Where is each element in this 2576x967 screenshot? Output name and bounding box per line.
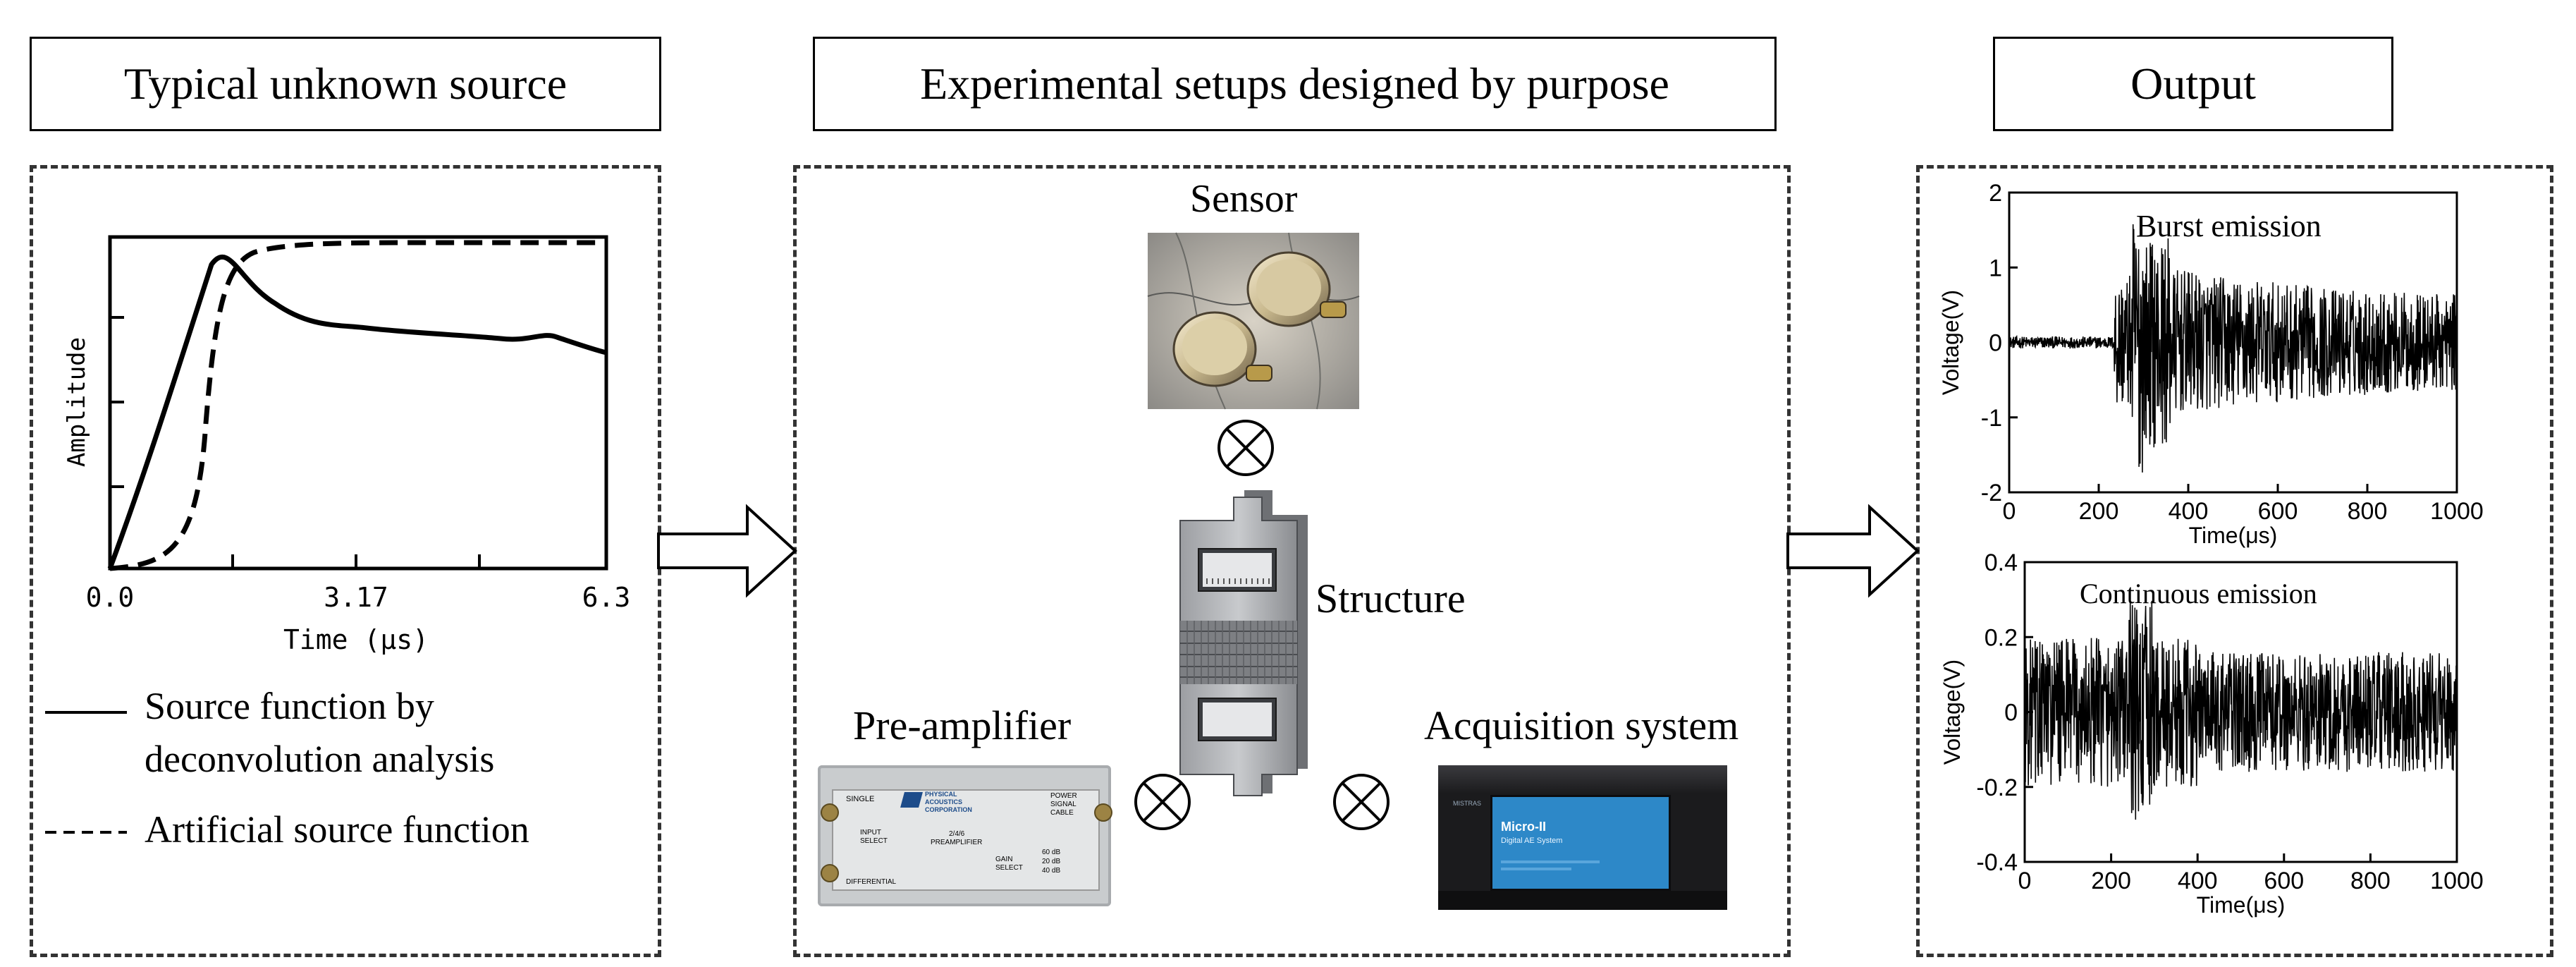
header-middle-text: Experimental setups designed by purpose <box>920 59 1669 109</box>
arrow-left-to-middle <box>657 504 797 598</box>
header-right-text: Output <box>2130 59 2256 109</box>
connector-right <box>1094 803 1112 822</box>
preamp-db-1: 60 dB <box>1042 849 1061 856</box>
acq-screen-title: Micro-II <box>1501 820 1547 834</box>
otimes-structure-acquisition <box>1333 774 1390 830</box>
preamp-brand-1: PHYSICAL <box>925 791 957 798</box>
y-tick-label: 1 <box>1989 255 2002 281</box>
preamp-db-3: 40 dB <box>1042 867 1061 875</box>
preamp-model-2: PREAMPLIFIER <box>931 839 983 846</box>
acq-screen-subtitle: Digital AE System <box>1501 837 1563 845</box>
x-tick-label: 1000 <box>2430 498 2484 525</box>
x-tick-label: 400 <box>2178 868 2218 894</box>
x-tick-label: 800 <box>2348 498 2388 525</box>
y-tick-label: 0 <box>2004 700 2018 726</box>
legend-dashed-label: Artificial source function <box>145 808 529 851</box>
acq-brand: MISTRAS <box>1453 800 1482 807</box>
otimes-preamp-structure <box>1134 774 1191 830</box>
legend-solid-swatch <box>45 711 127 714</box>
connector-bottom-left <box>821 864 839 882</box>
preamp-gain-2: SELECT <box>995 864 1023 872</box>
x-axis-label-0: Time(μs) <box>2189 523 2278 548</box>
preamp-differential: DIFFERENTIAL <box>846 878 897 886</box>
acquisition-label: Acquisition system <box>1424 703 1739 748</box>
chart-annotation-1: Continuous emission <box>2080 578 2317 609</box>
arrow-middle-to-right <box>1786 504 1920 598</box>
preamp-power-2: SIGNAL <box>1050 801 1077 808</box>
plot-frame <box>108 235 608 571</box>
y-tick-label: 0.2 <box>1985 624 2018 651</box>
source-function-plot: Amplitude 0.0 3.17 6.3 Time (μs) <box>63 235 631 655</box>
x-tick-label: 400 <box>2169 498 2209 525</box>
dashed-source-curve <box>109 240 606 571</box>
preamp-model-1: 2/4/6 <box>949 830 965 838</box>
otimes-sensor-structure <box>1218 420 1274 476</box>
preamp-power-3: CABLE <box>1050 809 1074 817</box>
x-tick-2: 6.3 <box>582 582 631 613</box>
y-tick-label: -0.4 <box>1976 849 2018 876</box>
preamp-power-1: POWER <box>1050 792 1077 800</box>
preamp-db-2: 20 dB <box>1042 858 1061 865</box>
header-left-text: Typical unknown source <box>123 59 568 109</box>
structure-label: Structure <box>1315 576 1466 621</box>
preamp-input-1: INPUT <box>860 829 881 837</box>
x-tick-label: 600 <box>2264 868 2304 894</box>
y-tick-label: -2 <box>1981 480 2002 506</box>
sensor-photo <box>1147 232 1360 410</box>
connector-top-left <box>821 803 839 822</box>
x-axis-label-1: Time(μs) <box>2197 892 2286 918</box>
chart-annotation-0: Burst emission <box>2136 209 2322 243</box>
x-tick-0: 0.0 <box>86 582 135 613</box>
waveform-trace-0 <box>2008 224 2458 473</box>
preamp-label: Pre-amplifier <box>853 703 1072 748</box>
header-output: Output <box>1993 37 2393 131</box>
structure-specimen <box>1179 490 1308 796</box>
header-typical-unknown-source: Typical unknown source <box>30 37 661 131</box>
preamp-text-single: SINGLE <box>846 795 875 803</box>
y-axis-label-0: Voltage(V) <box>1938 290 1963 395</box>
header-experimental-setups: Experimental setups designed by purpose <box>813 37 1777 131</box>
y-tick-label: -0.2 <box>1976 774 2018 801</box>
x-tick-label: 0 <box>2018 868 2032 894</box>
y-tick-label: 2 <box>1989 180 2002 207</box>
y-tick-label: 0.4 <box>1985 549 2018 576</box>
y-axis-label: Amplitude <box>63 337 91 467</box>
right-panel <box>1916 165 2553 957</box>
sensor-label: Sensor <box>1190 177 1298 221</box>
legend-solid-label-1: Source function by <box>145 685 434 727</box>
x-tick-label: 200 <box>2079 498 2119 525</box>
x-tick-label: 800 <box>2350 868 2391 894</box>
legend-solid-label-2: deconvolution analysis <box>145 738 495 780</box>
preamplifier-photo: SINGLE PHYSICAL ACOUSTICS CORPORATION PO… <box>818 765 1112 906</box>
preamp-brand-2: ACOUSTICS <box>925 798 963 805</box>
x-tick-label: 600 <box>2258 498 2298 525</box>
waveform-trace-1 <box>2024 600 2458 820</box>
preamp-brand-3: CORPORATION <box>925 806 972 813</box>
y-tick-label: -1 <box>1981 405 2002 432</box>
legend-dashed-swatch <box>45 831 127 834</box>
x-tick-label: 0 <box>2003 498 2016 525</box>
acq-screen: MISTRAS Micro-II Digital AE System <box>1453 795 1671 891</box>
x-tick-label: 1000 <box>2430 868 2484 894</box>
y-axis-label-1: Voltage(V) <box>1939 659 1965 765</box>
preamp-input-2: SELECT <box>860 837 888 845</box>
y-tick-label: 0 <box>1989 330 2002 357</box>
x-tick-label: 200 <box>2091 868 2131 894</box>
preamp-gain-1: GAIN <box>995 856 1013 863</box>
x-axis-label: Time (μs) <box>283 624 429 655</box>
x-tick-1: 3.17 <box>324 582 388 613</box>
solid-source-curve <box>107 254 607 570</box>
acquisition-system-photo: MISTRAS Micro-II Digital AE System <box>1438 765 1727 910</box>
